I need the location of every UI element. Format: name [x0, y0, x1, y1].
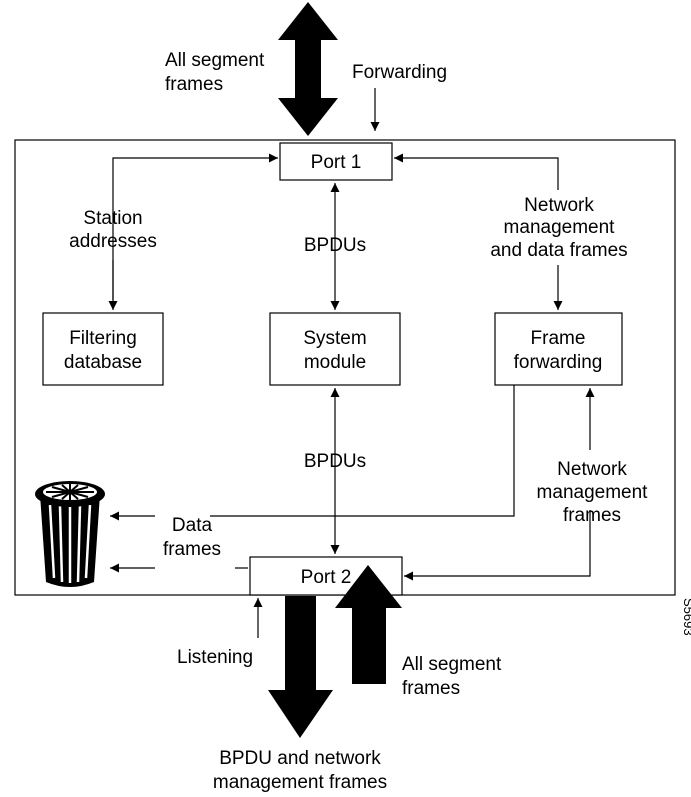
system-module-box: [269, 312, 401, 386]
port-2-label: Port 2: [301, 567, 352, 588]
station-addresses-line2: addresses: [69, 231, 157, 252]
station-addresses-path: [112, 153, 278, 300]
filtering-database-box: [42, 312, 164, 386]
bpdus-lower-label: BPDUs: [304, 451, 366, 472]
network-mgmt-upper-path: [394, 153, 559, 190]
all-segment-frames-top-line1: All segment: [165, 50, 265, 71]
forwarding-label: Forwarding: [352, 62, 447, 83]
all-segment-frames-top-line2: frames: [165, 74, 223, 95]
network-mgmt-upper-line2: management: [504, 217, 616, 238]
network-mgmt-lower-line2: management: [537, 482, 649, 503]
network-mgmt-lower-path: [404, 510, 591, 581]
figure-id-label: S5693: [681, 598, 691, 636]
station-addresses-line1: Station: [83, 208, 142, 229]
network-mgmt-upper-line3: and data frames: [490, 240, 627, 261]
port-1-box: [279, 142, 393, 181]
segment-frames-bidirectional-arrow: [278, 2, 338, 136]
frame-forwarding-line1: Frame: [531, 328, 586, 349]
bpdu-netmgmt-line1: BPDU and network: [219, 748, 381, 769]
network-mgmt-upper-line1: Network: [524, 195, 594, 216]
network-mgmt-lower-line1: Network: [557, 459, 627, 480]
filtering-database-line2: database: [64, 352, 142, 373]
filtering-database-line1: Filtering: [69, 328, 137, 349]
all-segment-up-arrow: [335, 565, 402, 684]
listening-label: Listening: [177, 647, 253, 668]
bpdu-netmgmt-line2: management frames: [213, 772, 387, 793]
network-mgmt-lower-line3: frames: [563, 505, 621, 526]
all-segment-frames-bottom-line2: frames: [402, 678, 460, 699]
system-module-line2: module: [304, 352, 366, 373]
all-segment-frames-bottom-line1: All segment: [402, 654, 502, 675]
system-module-line1: System: [303, 328, 366, 349]
data-frames-line2: frames: [163, 539, 221, 560]
bpdu-netmgmt-down-arrow: [268, 596, 333, 738]
frame-forwarding-discard-path: [210, 385, 515, 517]
frame-forwarding-box: [494, 312, 623, 386]
frame-forwarding-line2: forwarding: [514, 352, 603, 373]
data-frames-line1: Data: [172, 515, 213, 536]
bpdus-upper-label: BPDUs: [304, 235, 366, 256]
port-1-label: Port 1: [311, 152, 362, 173]
trash-bin-icon: [35, 481, 105, 587]
